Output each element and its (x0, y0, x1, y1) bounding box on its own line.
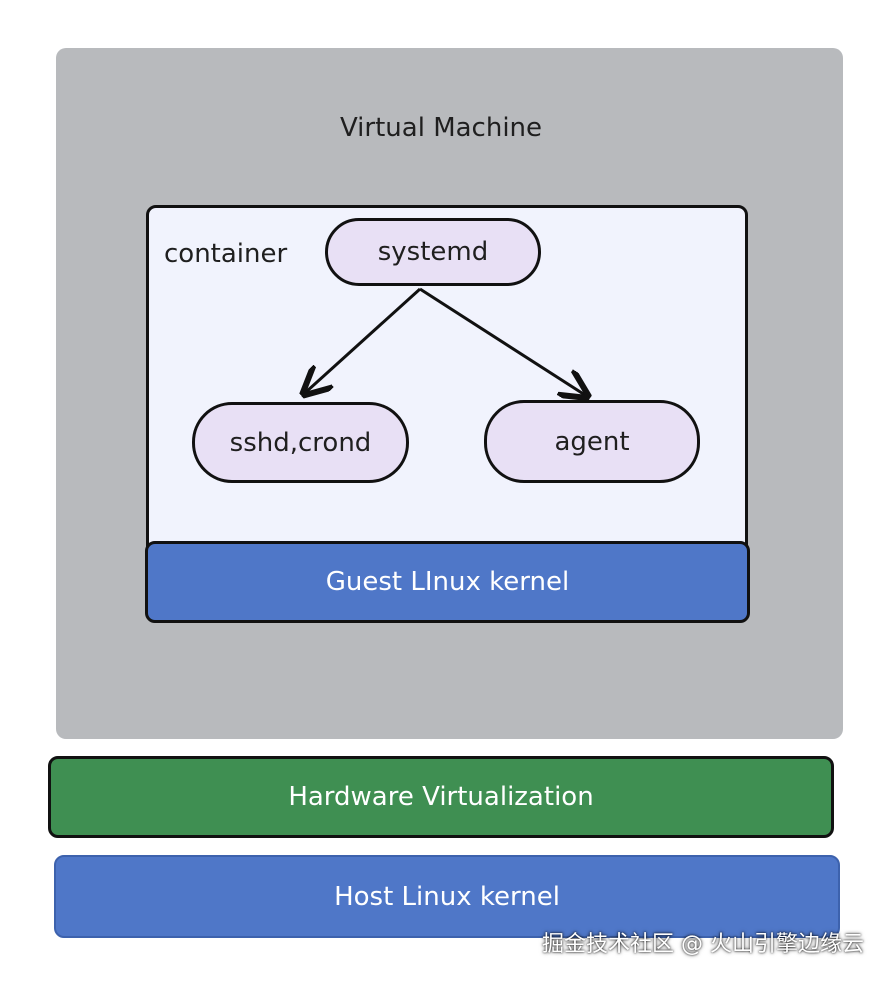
systemd-node: systemd (325, 218, 541, 286)
agent-label: agent (554, 426, 630, 457)
container-label: container (164, 239, 288, 269)
agent-node: agent (484, 400, 700, 483)
guest-linux-kernel-layer: Guest LInux kernel (145, 541, 750, 623)
watermark-text: 掘金技术社区 @ 火山引擎边缘云 (542, 932, 864, 957)
sshd-crond-node: sshd,crond (192, 402, 409, 483)
sshd-crond-label: sshd,crond (229, 427, 372, 458)
host-linux-kernel-label: Host Linux kernel (334, 881, 560, 912)
hardware-virtualization-layer: Hardware Virtualization (48, 756, 834, 838)
systemd-label: systemd (377, 237, 489, 267)
virtual-machine-label: Virtual Machine (339, 113, 543, 143)
guest-linux-kernel-label: Guest LInux kernel (325, 567, 570, 597)
host-linux-kernel-layer: Host Linux kernel (54, 855, 840, 938)
hardware-virtualization-label: Hardware Virtualization (288, 782, 594, 812)
